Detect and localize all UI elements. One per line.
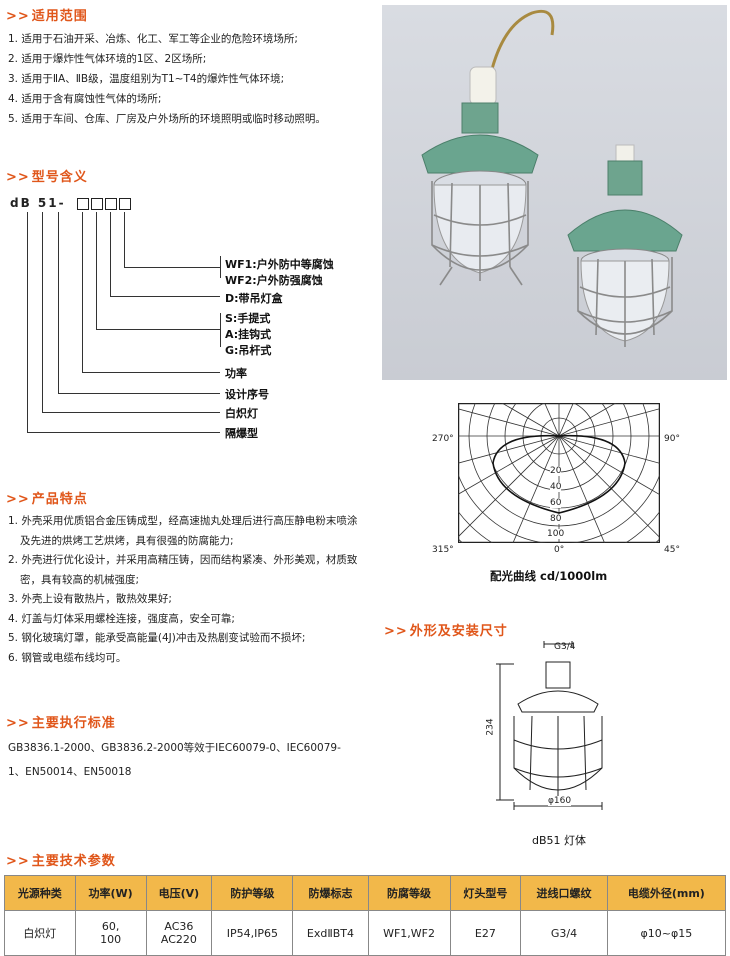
features-title: >>产品特点 [6,492,88,507]
radial-label: 100 [547,529,565,539]
cell-voltage: AC36 AC220 [145,910,213,956]
model-label-d: D:带吊灯盒 [225,292,283,305]
dims-caption: dB51 灯体 [532,834,587,847]
col-lamp-cap: 灯头型号 [449,875,522,911]
model-label-a: A:挂钩式 [225,328,272,341]
radial-label: 80 [550,514,562,524]
model-title: >>型号含义 [6,170,88,185]
model-label-s: S:手提式 [225,312,271,325]
cell-protection: IP54,IP65 [211,910,294,956]
list-item: 5. 适用于车间、仓库、厂房及户外场所的环境照明或临时移动照明。 [8,113,326,125]
standards-title: >>主要执行标准 [6,716,116,731]
list-item: 6. 钢管或电缆布线均可。 [8,651,127,664]
col-anticorrosion: 防腐等级 [367,875,451,911]
angle-270: 270° [432,434,454,444]
polar-caption: 配光曲线 cd/1000lm [490,569,608,583]
dim-height: 234 [485,718,496,736]
col-voltage: 电压(V) [145,875,213,911]
list-item: 1. 外壳采用优质铝合金压铸成型，经高速抛丸处理后进行高压静电粉末喷涂及先进的烘… [8,515,358,547]
standards-text: GB3836.1-2000、GB3836.2-2000等效于IEC60079-0… [8,742,341,778]
model-label-power: 功率 [225,367,247,380]
scope-title: >>适用范围 [6,9,88,24]
col-cable-od: 电缆外径(mm) [606,875,727,911]
junction-box [469,66,497,106]
features-list: 1. 外壳采用优质铝合金压铸成型，经高速抛丸处理后进行高压静电粉末喷涂及先进的烘… [8,512,358,668]
list-item: 4. 适用于含有腐蚀性气体的场所; [8,93,162,105]
code-box [119,198,131,210]
model-label-wf1: WF1:户外防中等腐蚀 [225,258,334,271]
dimension-drawing [488,640,618,830]
dims-title: >>外形及安装尺寸 [384,624,508,639]
table-row: 白炽灯 60, 100 AC36 AC220 IP54,IP65 ExdⅡBT4… [4,910,727,956]
wire-guard [431,181,529,286]
angle-90: 90° [664,434,680,444]
code-box [105,198,117,210]
model-label-wf2: WF2:户外防强腐蚀 [225,274,323,287]
list-item: 3. 外壳上设有散热片，散热效果好; [8,593,172,605]
product-photo [382,5,727,380]
list-item: 3. 适用于ⅡA、ⅡB级，温度组别为T1~T4的爆炸性气体环境; [8,73,285,85]
col-protection: 防护等级 [211,875,294,911]
radial-label: 60 [550,498,562,508]
angle-45: 45° [664,545,680,555]
model-label-flameproof: 隔爆型 [225,427,258,440]
light-curve [492,434,626,514]
table-header-row: 光源种类 功率(W) 电压(V) 防护等级 防爆标志 防腐等级 灯头型号 进线口… [4,875,727,911]
col-ex-mark: 防爆标志 [292,875,369,911]
model-code: dB 51- [10,196,66,210]
radial-label: 40 [550,482,562,492]
list-item: 1. 适用于石油开采、冶炼、化工、军工等企业的危险环境场所; [8,33,298,45]
col-light-source: 光源种类 [4,875,76,911]
list-item: 4. 灯盖与灯体采用螺栓连接，强度高，安全可靠; [8,612,235,625]
angle-315: 315° [432,545,454,555]
scope-list: 1. 适用于石油开采、冶炼、化工、军工等企业的危险环境场所; 2. 适用于爆炸性… [8,29,326,129]
list-item: 2. 适用于爆炸性气体环境的1区、2区场所; [8,53,207,65]
cell-light-source: 白炽灯 [4,910,76,956]
angle-0: 0° [554,545,565,555]
dims-svg [496,641,603,810]
lamp-neck [461,102,499,134]
cell-power: 60, 100 [74,910,147,956]
cell-ex-mark: ExdⅡBT4 [292,910,369,956]
params-title: >>主要技术参数 [6,854,116,869]
dim-thread: G3/4 [554,642,576,652]
lamp-cap [421,134,539,174]
cell-cable-od: φ10~φ15 [606,910,727,956]
params-table: 光源种类 功率(W) 电压(V) 防护等级 防爆标志 防腐等级 灯头型号 进线口… [4,875,727,956]
cell-thread: G3/4 [520,910,608,956]
dim-diameter: φ160 [548,796,572,806]
list-item: 2. 外壳进行优化设计，并采用高精压铸，因而结构紧凑、外形美观，材质致密，具有较… [8,554,358,586]
hook [488,9,555,78]
lamp-photo-illustration [421,9,683,347]
radial-label: 20 [550,466,562,476]
model-label-design: 设计序号 [225,388,269,401]
list-item: 5. 钢化玻璃灯罩，能承受高能量(4J)冲击及热剧变试验而不损坏; [8,632,306,644]
model-label-incandescent: 白炽灯 [225,407,258,420]
model-label-g: G:吊杆式 [225,344,272,357]
col-thread: 进线口螺纹 [520,875,608,911]
cell-lamp-cap: E27 [449,910,522,956]
code-box [77,198,89,210]
cell-anticorrosion: WF1,WF2 [367,910,451,956]
col-power: 功率(W) [74,875,147,911]
code-box [91,198,103,210]
